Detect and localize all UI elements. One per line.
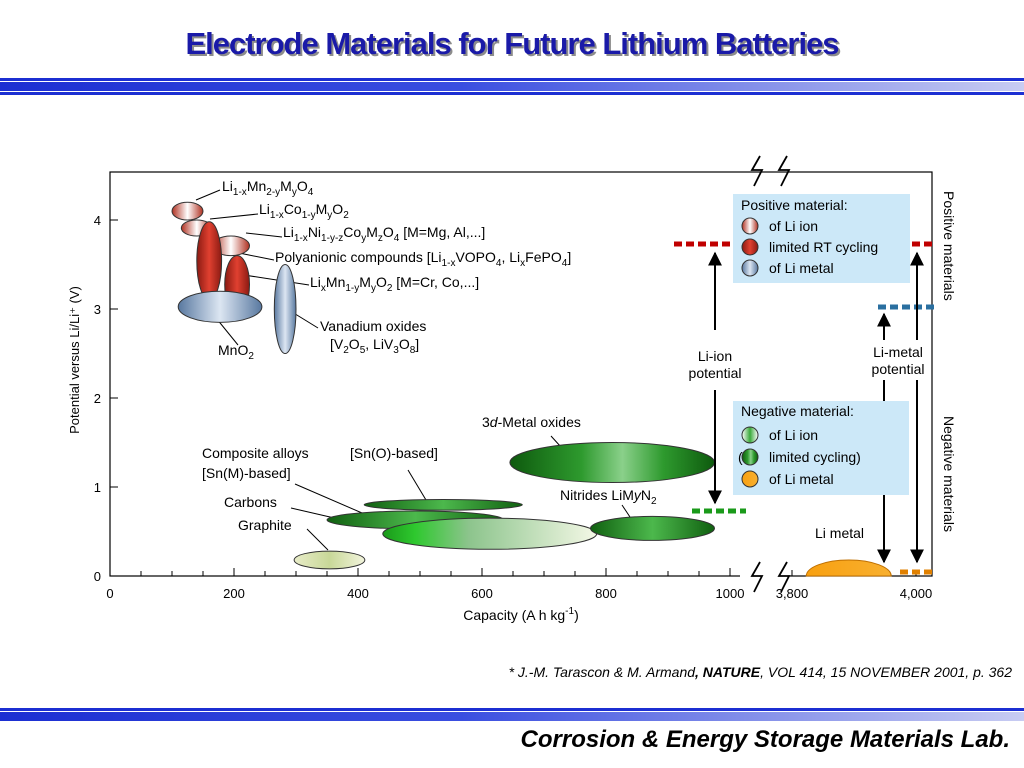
- citation-authors: * J.-M. Tarascon & M. Armand: [508, 664, 696, 680]
- y-axis-label: Potential versus Li/Li⁺ (V): [67, 286, 82, 434]
- leader-line: [621, 504, 631, 518]
- y-tick-label: 3: [94, 302, 101, 317]
- material-graphite: [293, 550, 366, 570]
- leader-line: [306, 528, 329, 551]
- negative-legend-swatch: [741, 470, 759, 488]
- x-minor-ticks: [109, 219, 917, 577]
- material-label: Li metal: [815, 525, 864, 541]
- title-divider-band: [0, 82, 1024, 91]
- negative-legend-prefix: (: [738, 449, 743, 465]
- material-ellipses: [171, 201, 892, 577]
- potential-levels: [674, 241, 934, 575]
- x-tick-label: 3,800: [776, 586, 809, 601]
- break-mark-bottom-1: [750, 561, 764, 593]
- legend-positive: Positive material: of Li ion limited RT c…: [733, 194, 910, 283]
- material-label: Li1-xCo1-yMyO2: [259, 201, 349, 221]
- legend-negative-title: Negative material:: [741, 403, 854, 419]
- material-label: Li1-xMn2-yMyO4: [222, 178, 314, 198]
- leader-line: [195, 189, 221, 201]
- break-mark-top-2: [777, 155, 791, 187]
- positive-legend-swatch: [741, 217, 759, 235]
- material-li-metal: [805, 559, 892, 577]
- material-label: [Sn(O)-based]: [350, 445, 438, 461]
- break-mark-top-1: [750, 155, 764, 187]
- material-label: Polyanionic compounds [Li1-xVOPO4, LixFe…: [275, 249, 571, 269]
- material-label: 3d-Metal oxides: [482, 414, 581, 430]
- leader-line: [294, 483, 370, 517]
- y-tick-label: 1: [94, 480, 101, 495]
- axis-break-gap: [740, 568, 788, 586]
- leader-line: [245, 232, 283, 238]
- y-tick-label: 0: [94, 569, 101, 584]
- negative-legend-swatch: [741, 426, 759, 444]
- x-tick-label: 200: [223, 586, 245, 601]
- material-label: MnO2: [218, 342, 254, 362]
- material-3d-metal-oxides: [509, 442, 716, 484]
- x-tick-label: 800: [595, 586, 617, 601]
- title-divider-top: [0, 78, 1024, 81]
- y-tick-label: 4: [94, 213, 101, 228]
- title-divider-bottom: [0, 92, 1024, 95]
- x-tick-label: 0: [106, 586, 113, 601]
- lab-name: Corrosion & Energy Storage Materials Lab…: [520, 726, 1010, 753]
- material-label: Graphite: [238, 517, 292, 533]
- material-labels: Li1-xMn2-yMyO4Li1-xCo1-yMyO2Li1-xNi1-y-z…: [202, 178, 864, 541]
- material-vanadium-oxides: [273, 264, 297, 354]
- citation: * J.-M. Tarascon & M. Armand, NATURE, VO…: [0, 664, 1012, 680]
- legend-positive-title: Positive material:: [741, 197, 848, 213]
- material-nitrides-limyn2: [590, 515, 715, 541]
- material-label: Li1-xNi1-y-zCoyMzO4 [M=Mg, Al,...]: [283, 224, 485, 244]
- material-label: Nitrides LiMyN2: [560, 487, 657, 507]
- material-label: Carbons: [224, 494, 277, 510]
- legend-negative: Negative material: of Li ion limited cycl…: [733, 401, 909, 495]
- legend-negative-box: [733, 401, 909, 495]
- material-limn2-ymyo4: [171, 201, 204, 221]
- negative-legend-label: limited cycling): [769, 449, 861, 465]
- material-label: [V2O5, LiV3O8]: [330, 336, 419, 356]
- negative-legend-label: of Li ion: [769, 427, 818, 443]
- positive-legend-swatch: [741, 259, 759, 277]
- material-carbons: [382, 517, 598, 550]
- negative-legend-swatch: [741, 448, 759, 466]
- footer-divider-top: [0, 708, 1024, 711]
- leader-line: [407, 469, 427, 501]
- slide-title: Electrode Materials for Future Lithium B…: [185, 26, 839, 61]
- material-label: LixMn1-yMyO2 [M=Cr, Co,...]: [310, 274, 479, 294]
- x-tick-label: 4,000: [900, 586, 933, 601]
- positive-legend-label: limited RT cycling: [769, 239, 878, 255]
- negative-materials-label: Negative materials: [941, 416, 957, 532]
- positive-legend-label: of Li metal: [769, 260, 834, 276]
- citation-journal: , NATURE: [695, 664, 761, 680]
- material-sn-o-based: [363, 498, 523, 511]
- x-tick-labels: 0 200 400 600 800 1000 3,800 4,000: [106, 586, 932, 601]
- material-label: Vanadium oxides: [320, 318, 426, 334]
- legend-positive-box: [733, 194, 910, 283]
- x-tick-label: 400: [347, 586, 369, 601]
- leader-line: [209, 213, 259, 220]
- positive-legend-swatch: [741, 238, 759, 256]
- y-tick-labels: 0 1 2 3 4: [94, 213, 101, 584]
- y-tick-label: 2: [94, 391, 101, 406]
- x-axis-label: Capacity (A h kg-1): [463, 606, 579, 623]
- footer-divider-band: [0, 712, 1024, 721]
- axis-break-marks: [750, 155, 791, 593]
- negative-legend-label: of Li metal: [769, 471, 834, 487]
- x-tick-label: 600: [471, 586, 493, 601]
- positive-materials-label: Positive materials: [941, 191, 957, 301]
- material-polyanionic-compounds: [196, 221, 223, 301]
- material-label: Composite alloys: [202, 445, 309, 461]
- citation-details: , VOL 414, 15 NOVEMBER 2001, p. 362: [760, 664, 1012, 680]
- material-mno2: [177, 290, 263, 323]
- break-mark-bottom-2: [777, 561, 791, 593]
- material-label: [Sn(M)-based]: [202, 465, 291, 481]
- positive-legend-label: of Li ion: [769, 218, 818, 234]
- x-tick-label: 1000: [716, 586, 745, 601]
